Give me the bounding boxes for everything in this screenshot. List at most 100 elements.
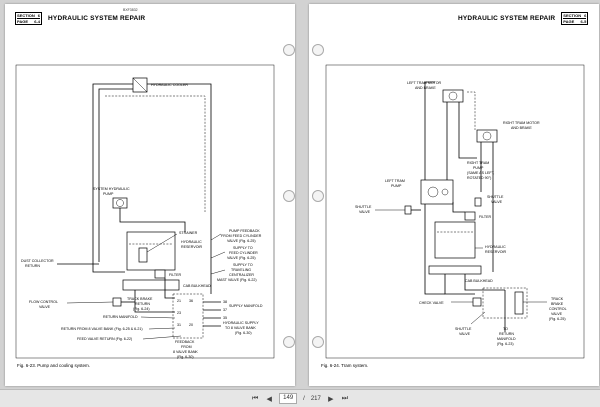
binder-hole xyxy=(283,336,295,348)
pump-feedback-label-3: VALVE (Fig. 6-25) xyxy=(227,239,256,243)
left-tram-pump-label-2: PUMP xyxy=(391,184,402,188)
current-page-field[interactable]: 149 xyxy=(279,393,298,404)
supply-mast-label-3: CENTRALIZER xyxy=(229,273,254,277)
hydraulic-reservoir-symbol xyxy=(126,231,176,271)
figure-caption: Fig. 6-24. Tram system. xyxy=(321,363,369,368)
shuttle-valve-right-label: SHUTTLE xyxy=(487,195,504,199)
right-tram-motor-symbol xyxy=(476,129,498,143)
filter-symbol xyxy=(154,269,166,279)
page-label: PAGE xyxy=(17,19,29,24)
feedback-label-4: (Fig. 6-30) xyxy=(177,355,194,359)
viewer-toolbar: ⏮ ◀ 149 / 217 ▶ ⏭ xyxy=(0,389,600,407)
shuttle-valve-left-label-2: VALVE xyxy=(359,210,371,214)
track-brake-return-label-2: RETURN xyxy=(135,302,150,306)
supply-feed-label-3: VALVE (Fig. 6-25) xyxy=(227,256,256,260)
port-20: 20 xyxy=(189,323,193,327)
page-separator: / xyxy=(303,395,305,402)
return-manifold-label-3: MANIFOLD xyxy=(497,337,516,341)
hydraulic-reservoir-symbol xyxy=(434,221,476,259)
check-valve-symbol xyxy=(472,297,482,307)
feedback-label-2: FROM xyxy=(181,345,192,349)
port-36: 36 xyxy=(189,299,193,303)
pump-feedback-label-2: FROM FEED CYLINDER xyxy=(221,234,262,238)
track-brake-valve-symbol xyxy=(514,291,524,315)
diagram-frame xyxy=(325,64,585,359)
right-tram-motor-label-2: AND BRAKE xyxy=(511,126,532,130)
return-manifold-label-2: RETURN xyxy=(499,332,514,336)
system-pump-label: SYSTEM HYDRAULIC xyxy=(93,187,130,191)
port-23: 23 xyxy=(177,311,181,315)
reservoir-label-2: RESERVOIR xyxy=(485,250,507,254)
tram-system-diagram: LEFT TRAM MOTOR AND BRAKE RIGHT TRAM MOT… xyxy=(325,64,585,359)
right-tram-pump-label-3: (SAME AS LEFT, xyxy=(467,171,495,175)
pump-outlet-line xyxy=(119,208,186,232)
binder-hole xyxy=(312,44,324,56)
manifold-block xyxy=(172,293,204,339)
shuttle-valve-bottom-label: SHUTTLE xyxy=(455,327,472,331)
pump-cooling-diagram: HYDRAULIC COOLER SYSTEM HYDRAULIC PUMP S… xyxy=(15,64,275,359)
reservoir-label-2: RESERVOIR xyxy=(181,245,203,249)
return-manifold-label: TO xyxy=(503,327,508,331)
cooler-drain-line xyxy=(105,95,206,212)
reservoir-label: HYDRAULIC xyxy=(485,245,506,249)
track-brake-return-label-3: (Fig. 6-24) xyxy=(133,307,150,311)
filter-label: FILTER xyxy=(479,215,492,219)
previous-page-icon[interactable]: ◀ xyxy=(266,395,272,403)
hydraulic-supply-label: HYDRAULIC SUPPLY xyxy=(223,321,259,325)
page-label: PAGE xyxy=(563,19,575,24)
track-brake-label-2: BRAKE xyxy=(551,302,564,306)
check-valve-label: CHECK VALVE xyxy=(419,301,444,305)
supply-mast-label: SUPPLY TO xyxy=(233,263,253,267)
binder-hole xyxy=(312,190,324,202)
feedback-label: FEEDBACK xyxy=(175,340,195,344)
track-brake-label-4: VALVE xyxy=(551,312,563,316)
right-tram-motor-label: RIGHT TRAM MOTOR xyxy=(503,121,540,125)
cab-bulkhead-symbol xyxy=(122,279,180,291)
hydraulic-supply-label-2: TO 8 VALVE BANK xyxy=(225,326,256,330)
port-35: 35 xyxy=(223,316,227,320)
right-tram-pump-label: RIGHT TRAM xyxy=(467,161,489,165)
pump-feedback-label: PUMP FEEDBACK xyxy=(229,229,260,233)
return-manifold-label-4: (Fig. 6-23) xyxy=(497,342,514,346)
hydraulic-cooler-label: HYDRAULIC COOLER xyxy=(151,83,188,87)
feedback-label-3: 8 VALVE BANK xyxy=(173,350,198,354)
last-page-icon[interactable]: ⏭ xyxy=(341,394,348,402)
page-title: HYDRAULIC SYSTEM REPAIR xyxy=(48,15,146,22)
system-pump-label-2: PUMP xyxy=(103,192,114,196)
cooler-feed-line xyxy=(147,83,212,237)
reservoir-label: HYDRAULIC xyxy=(181,240,202,244)
tram-pump-assembly xyxy=(420,179,454,205)
port-21: 21 xyxy=(177,299,181,303)
section-value: 6 xyxy=(37,13,41,18)
supply-mast-label-2: TRAVELING xyxy=(231,268,251,272)
return-manifold-label: RETURN MANIFOLD xyxy=(103,315,138,319)
section-value: 6 xyxy=(584,13,587,18)
cab-bulkhead-symbol xyxy=(428,265,482,275)
port-37: 37 xyxy=(223,308,227,312)
return-8-valve-label: RETURN FROM 8 VALVE BANK (Fig. 6-25 & 6-… xyxy=(61,327,143,331)
track-brake-label-5: (Fig. 6-25) xyxy=(549,317,566,321)
supply-manifold-label: SUPPLY MANIFOLD xyxy=(229,304,263,308)
section-label: SECTION xyxy=(17,13,35,18)
shuttle-valve-right-symbol xyxy=(474,197,482,207)
shuttle-valve-left-label: SHUTTLE xyxy=(355,205,372,209)
cooler-supply-line xyxy=(98,88,133,262)
next-page-icon[interactable]: ▶ xyxy=(328,395,334,403)
page-title: HYDRAULIC SYSTEM REPAIR xyxy=(458,15,556,22)
right-tram-pump-label-4: ROTATED 90°) xyxy=(467,176,491,180)
left-tram-motor-symbol xyxy=(442,89,464,103)
flow-control-label-2: VALVE xyxy=(39,305,51,309)
left-tram-motor-label-2: AND BRAKE xyxy=(415,86,436,90)
strainer-label: STRAINER xyxy=(179,231,198,235)
port-31: 31 xyxy=(177,323,181,327)
shuttle-valve-bottom-label-2: VALVE xyxy=(459,332,471,336)
total-pages: 217 xyxy=(310,395,321,402)
right-tram-pump-label-2: PUMP xyxy=(473,166,484,170)
first-page-icon[interactable]: ⏮ xyxy=(251,394,259,402)
section-label: SECTION xyxy=(563,13,582,18)
supply-feed-label: SUPPLY TO xyxy=(233,246,253,250)
